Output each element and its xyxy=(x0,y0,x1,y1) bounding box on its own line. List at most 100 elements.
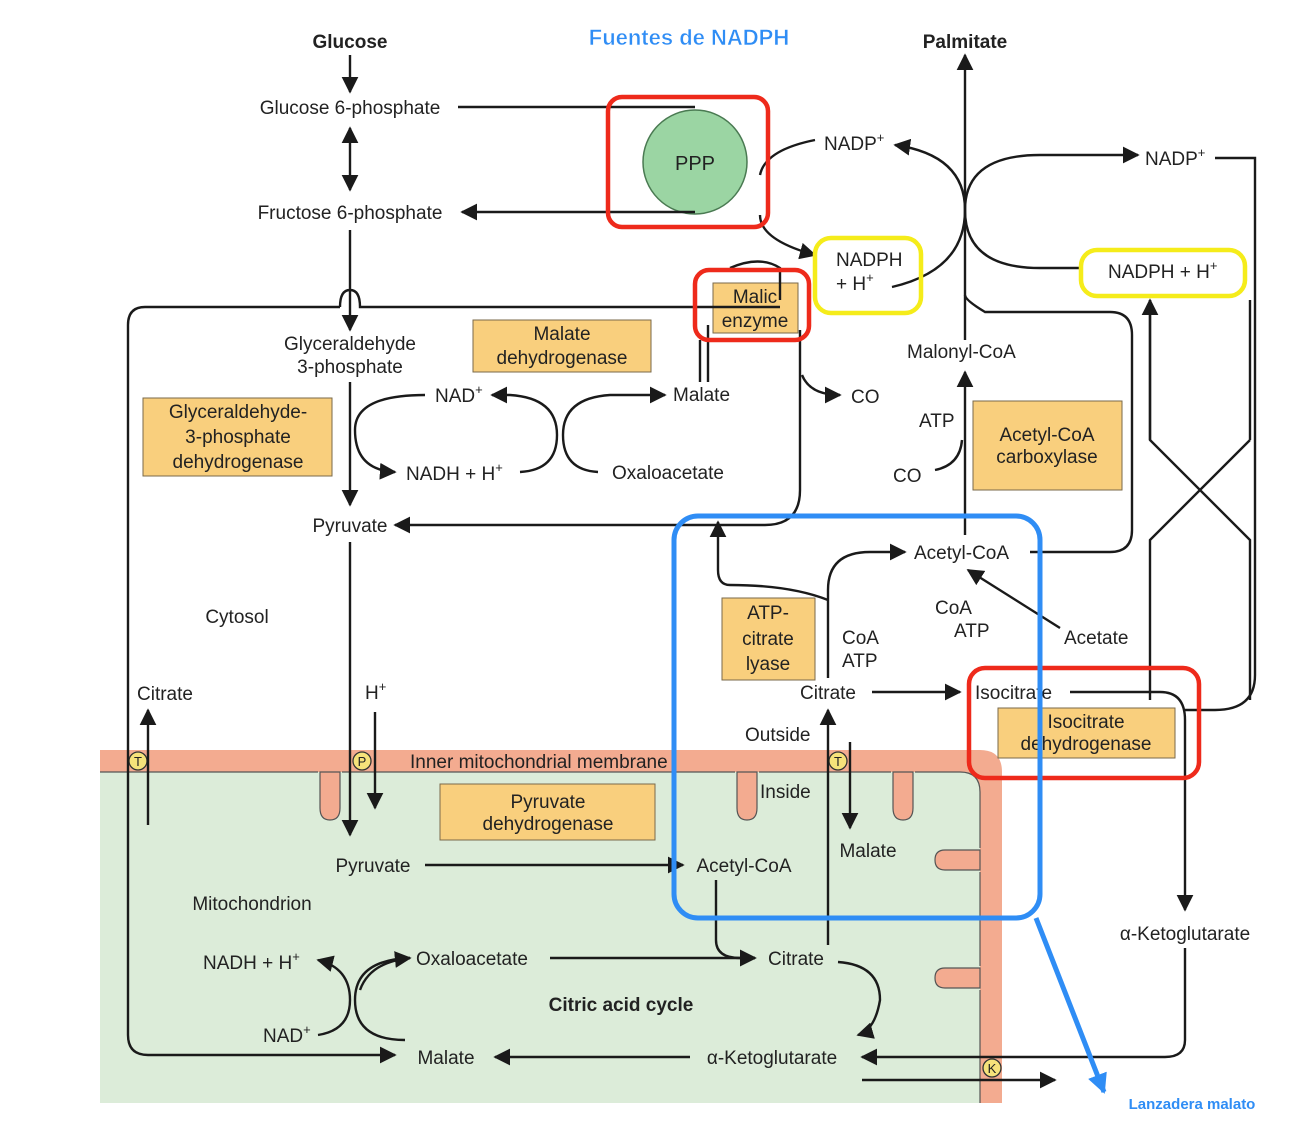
inside-label: Inside xyxy=(760,782,811,803)
mdh-mito-curve-right xyxy=(353,956,411,1042)
outside-label: Outside xyxy=(745,725,810,746)
acl-label-2: citrate xyxy=(742,629,794,650)
transporter-p: P xyxy=(352,751,372,771)
mdh-label-2: dehydrogenase xyxy=(497,348,628,369)
cytosol-malate-label: Malate xyxy=(673,385,730,406)
nadph-idh-highlight xyxy=(1078,247,1248,299)
cytosol-acetylcoa-label: Acetyl-CoA xyxy=(914,543,1009,564)
mitochondrion-label: Mitochondrion xyxy=(192,894,311,915)
outer-loop-path xyxy=(126,305,397,1064)
transporter-t-right-label: T xyxy=(834,754,842,769)
cytosol-compartment-label: Cytosol xyxy=(205,607,268,628)
nadp-label-1: NADP+ xyxy=(824,130,884,155)
loop-hop xyxy=(338,288,780,309)
membrane-label: Inner mitochondrial membrane xyxy=(410,752,668,773)
acc-label-1: Acetyl-CoA xyxy=(999,425,1094,446)
citrate-to-oxaloacetate xyxy=(709,520,829,602)
mitochondrion-region xyxy=(100,750,1002,1103)
idh-label-2: dehydrogenase xyxy=(1021,734,1152,755)
fas-nadph-loop xyxy=(963,209,1080,270)
page-title: Fuentes de NADPH xyxy=(589,25,789,50)
shuttle-callout-arrow xyxy=(1033,917,1107,1094)
nadp-right-loop xyxy=(1185,156,1257,712)
acl-label-1: ATP- xyxy=(747,603,789,624)
mdh-label-1: Malate xyxy=(533,324,590,345)
gapdh-box xyxy=(142,397,333,477)
acetate-arrow xyxy=(966,568,1061,630)
citrate-to-akg xyxy=(837,960,882,1039)
acetate-atp-label: ATP xyxy=(954,621,990,642)
malic-co-label: CO xyxy=(851,387,880,408)
transporter-p-label: P xyxy=(358,754,367,769)
mito-malate-top-label: Malate xyxy=(839,841,896,862)
isocitrate-label: Isocitrate xyxy=(975,683,1052,704)
nadph-label-2: NADPH + H+ xyxy=(1108,258,1217,283)
palmitate-label: Palmitate xyxy=(923,32,1007,53)
gapdh-label-2: 3-phosphate xyxy=(185,427,291,448)
nadph-ppp-highlight xyxy=(812,235,924,316)
citric-acid-cycle-label: Citric acid cycle xyxy=(549,995,694,1016)
cytosol-oxaloacetate-label: Oxaloacetate xyxy=(612,463,724,484)
idh-highlight-box xyxy=(966,665,1202,781)
akg-import xyxy=(860,948,1187,1066)
malic-enzyme-label-2: enzyme xyxy=(722,311,789,332)
acc-co-label: CO xyxy=(893,466,922,487)
mito-nad-label: NAD+ xyxy=(263,1022,311,1047)
malic-enzyme-label-1: Malic xyxy=(733,287,777,308)
acc-box xyxy=(972,400,1123,491)
mito-malate-label: Malate xyxy=(417,1048,474,1069)
glucose-label: Glucose xyxy=(313,32,388,53)
transporter-k-label: K xyxy=(988,1061,997,1076)
isocitrate-dehydrogenase-box xyxy=(997,707,1176,759)
malate-shuttle-highlight xyxy=(671,513,1043,921)
acl-coa-label: CoA xyxy=(842,628,879,649)
cytosol-nadh-label: NADH + H+ xyxy=(406,460,503,485)
mdh-mito-curve-left xyxy=(316,955,352,1037)
mito-citrate-label: Citrate xyxy=(768,949,824,970)
pdh-label-2: dehydrogenase xyxy=(483,814,614,835)
mdh-curve-right xyxy=(561,386,667,474)
malonylcoa-label: Malonyl-CoA xyxy=(907,342,1016,363)
malic-enzyme-stem xyxy=(698,325,710,382)
x-shuttle xyxy=(1148,300,1252,700)
transporter-t-left-label: T xyxy=(134,754,142,769)
mdh-curve-left xyxy=(490,386,559,474)
mito-nadh-label: NADH + H+ xyxy=(203,949,300,974)
mito-pyruvate-label: Pyruvate xyxy=(336,856,411,877)
atp-citrate-lyase-box xyxy=(721,597,816,681)
glycolysis-arrows xyxy=(341,55,695,837)
cytosol-citrate-label: Citrate xyxy=(800,683,856,704)
ppp-nadp-arrow xyxy=(758,138,816,176)
g6p-label: Glucose 6-phosphate xyxy=(260,98,441,119)
malate-dehydrogenase-box xyxy=(472,319,652,373)
gapdh-curve xyxy=(353,393,426,480)
ppp-nadph-arrow xyxy=(758,214,817,260)
gapdh-label-1: Glyceraldehyde- xyxy=(169,402,307,423)
co2-arrow xyxy=(800,374,842,404)
atp-co2-curve xyxy=(934,439,964,472)
pdh-label-1: Pyruvate xyxy=(511,792,586,813)
acl-label-3: lyase xyxy=(746,654,790,675)
transporter-k: K xyxy=(982,1058,1002,1078)
ppp-circle xyxy=(642,109,748,215)
acetylcoa-loop xyxy=(963,294,1134,554)
nadph-label-1b: + H+ xyxy=(836,270,874,295)
pyruvate-dehydrogenase-box xyxy=(439,783,656,841)
cytosol-citrate-left-label: Citrate xyxy=(137,684,193,705)
acetate-label: Acetate xyxy=(1064,628,1128,649)
fas-nadp-loop-right xyxy=(963,146,1140,211)
mito-oxaloacetate-label: Oxaloacetate xyxy=(416,949,528,970)
fas-nadp-loop-left xyxy=(891,138,967,289)
cytosol-pyruvate-label: Pyruvate xyxy=(313,516,388,537)
acc-atp-label: ATP xyxy=(919,411,955,432)
proton-label: H+ xyxy=(365,679,386,704)
f6p-label: Fructose 6-phosphate xyxy=(258,203,443,224)
malic-enzyme-highlight-box xyxy=(692,267,812,343)
cytosol-akg-label: α-Ketoglutarate xyxy=(1120,924,1250,945)
citrate-to-acetylcoa xyxy=(826,543,907,678)
acc-label-2: carboxylase xyxy=(996,447,1097,468)
cytosol-nad-label: NAD+ xyxy=(435,382,483,407)
gap-label-1: Glyceraldehyde xyxy=(284,334,416,355)
